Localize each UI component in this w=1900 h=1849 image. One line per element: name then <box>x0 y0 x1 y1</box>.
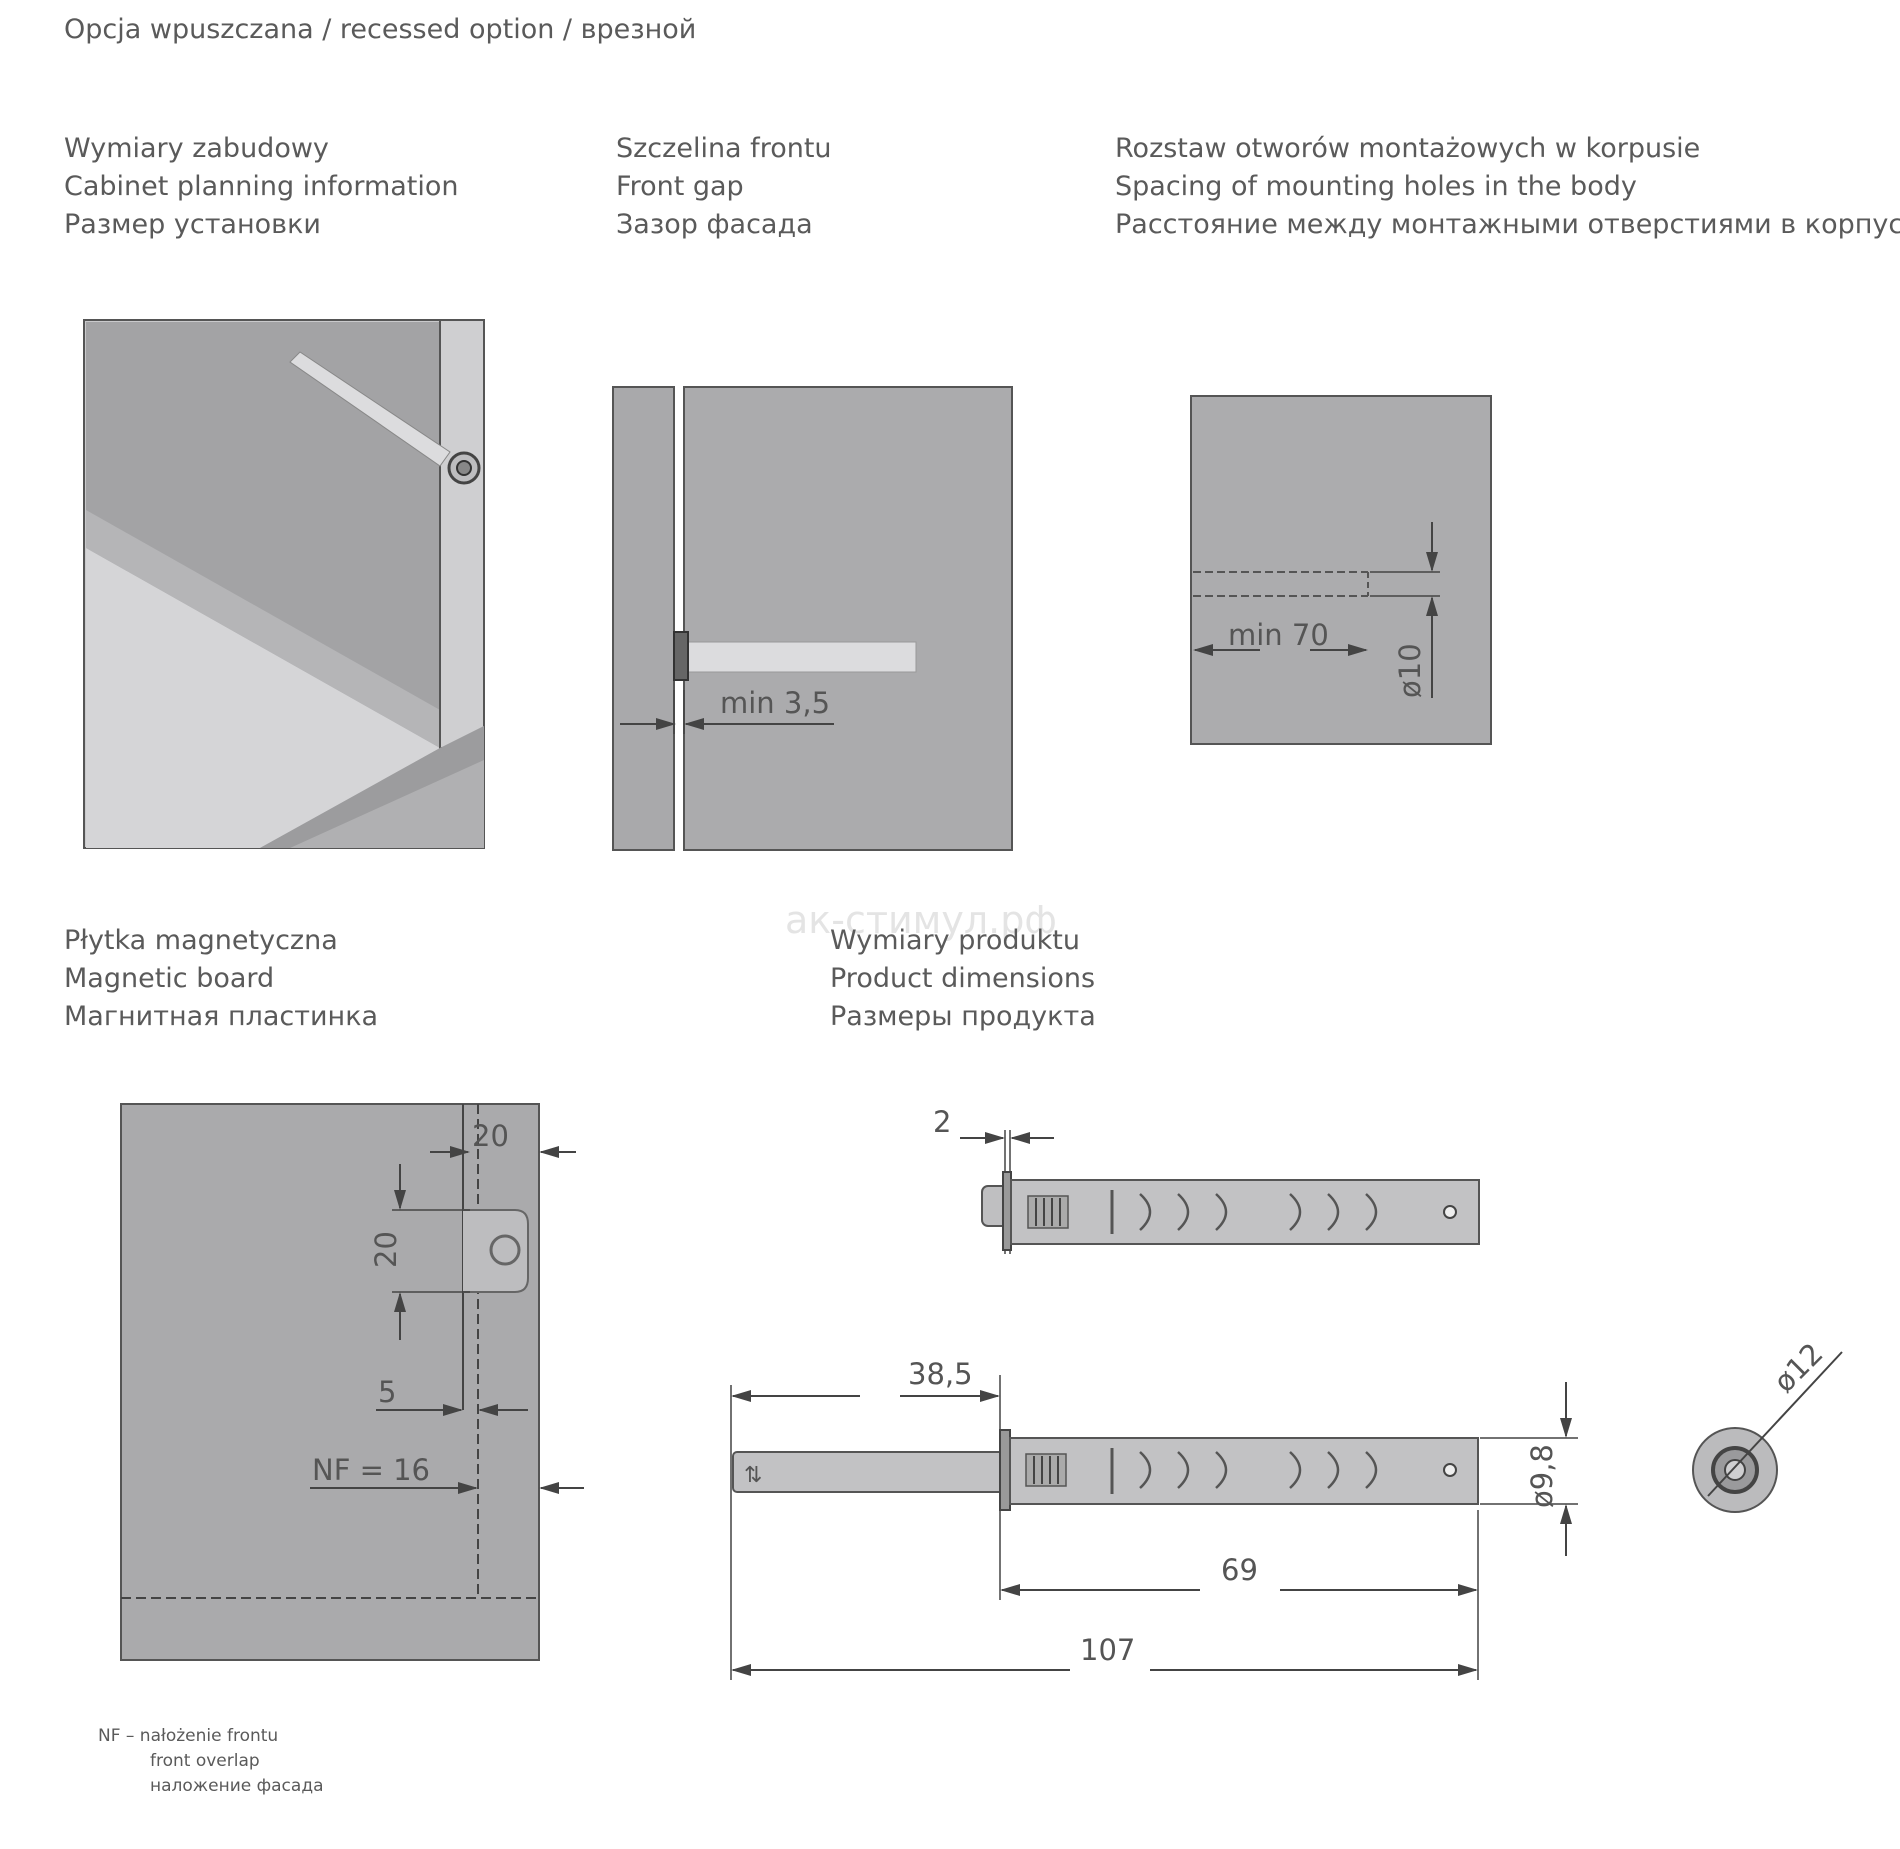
holes-dim-min: min 70 <box>1228 618 1329 652</box>
cabinet-label-en: Cabinet planning information <box>64 171 459 202</box>
magnetic-dim-side: 20 <box>369 1231 403 1268</box>
product-end-view: ø12 <box>1692 1336 1843 1513</box>
footnote-line1: NF – nałożenie frontu <box>98 1726 279 1746</box>
magnetic-dim-5: 5 <box>378 1375 396 1409</box>
cabinet-label-pl: Wymiary zabudowy <box>64 133 329 164</box>
product-dim-107: 107 <box>1080 1633 1135 1667</box>
magnetic-dim-top: 20 <box>472 1119 509 1153</box>
holes-label-en: Spacing of mounting holes in the body <box>1115 171 1637 202</box>
footnote-line2: front overlap <box>150 1751 260 1771</box>
svg-text:⇅: ⇅ <box>744 1463 762 1488</box>
cabinet-drawing <box>83 319 485 849</box>
product-dim-69: 69 <box>1221 1553 1258 1587</box>
product-dim-12: ø12 <box>1767 1336 1830 1399</box>
product-drawing-top: 2 <box>933 1105 1480 1254</box>
magnetic-drawing: 20 20 5 NF = 16 <box>120 1103 584 1661</box>
product-dim-98: ø9,8 <box>1525 1444 1559 1508</box>
watermark: ак-стимул.рф <box>785 898 1057 942</box>
magnetic-label-en: Magnetic board <box>64 963 275 994</box>
page-title: Opcja wpuszczana / recessed option / вре… <box>64 14 697 45</box>
front-gap-dim-min: min 3,5 <box>720 686 830 720</box>
footnote-line3: наложение фасада <box>150 1776 324 1796</box>
product-label-en: Product dimensions <box>830 963 1096 994</box>
holes-dim-dia: ø10 <box>1393 643 1427 698</box>
front-gap-drawing: min 3,5 <box>612 386 1013 851</box>
product-label-pl: Wymiary produktu <box>830 925 1080 956</box>
magnetic-label-pl: Płytka magnetyczna <box>64 925 338 956</box>
holes-label-ru: Расстояние между монтажными отверстиями … <box>1115 209 1900 240</box>
cabinet-label-ru: Размер установки <box>64 209 321 240</box>
product-dim-2: 2 <box>933 1105 951 1139</box>
magnetic-label-ru: Магнитная пластинка <box>64 1001 379 1032</box>
front-gap-label-pl: Szczelina frontu <box>616 133 832 164</box>
holes-drawing: min 70 ø10 <box>1190 395 1492 745</box>
product-drawing-bottom: 38,5 ⇅ ø9,8 69 107 <box>730 1357 1578 1680</box>
front-gap-label-en: Front gap <box>616 171 744 202</box>
product-dim-385: 38,5 <box>908 1357 973 1391</box>
front-gap-label-ru: Зазор фасада <box>616 209 813 240</box>
magnetic-dim-nf: NF = 16 <box>312 1453 430 1487</box>
product-label-ru: Размеры продукта <box>830 1001 1096 1032</box>
holes-label-pl: Rozstaw otworów montażowych w korpusie <box>1115 133 1701 164</box>
